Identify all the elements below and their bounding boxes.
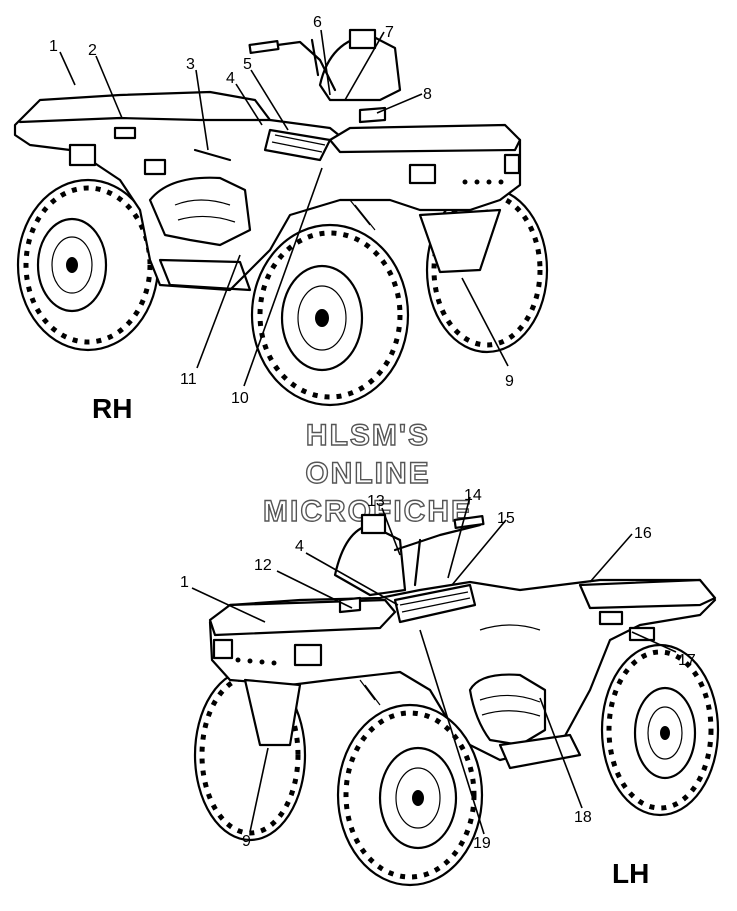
rh-view-label: RH [92, 393, 132, 424]
lh-leader-lines [191, 496, 677, 835]
lh-rear-wheel [600, 643, 720, 817]
lh-front-wheel [336, 703, 484, 887]
callout-1: 1 [180, 574, 189, 591]
callout-11: 11 [180, 371, 197, 388]
callout-4: 4 [226, 70, 235, 87]
watermark: HLSM'S ONLINE MICROFICHE [262, 418, 471, 528]
lh-atv-body [208, 513, 717, 770]
callout-3: 3 [186, 56, 195, 73]
lh-callouts: 1 12 4 13 14 15 16 17 18 19 9 [180, 487, 696, 852]
watermark-line-2: ONLINE [305, 457, 430, 490]
callout-10: 10 [231, 390, 249, 407]
callout-12: 12 [254, 557, 272, 574]
atv-body [13, 28, 522, 292]
callout-16: 16 [634, 525, 652, 542]
callout-5: 5 [243, 56, 252, 73]
atv-rh-illustration [13, 28, 549, 407]
callout-1: 1 [49, 38, 58, 55]
callout-9: 9 [505, 373, 514, 390]
watermark-line-1: HLSM'S [306, 419, 430, 452]
callout-8: 8 [423, 86, 432, 103]
rh-leader-lines [59, 29, 509, 387]
callout-4: 4 [295, 538, 304, 555]
callout-18: 18 [574, 809, 592, 826]
callout-19: 19 [473, 835, 491, 852]
rh-callouts: 1 2 3 4 5 6 7 8 9 10 11 [49, 14, 514, 407]
callout-2: 2 [88, 42, 97, 59]
front-wheel [250, 223, 410, 407]
lh-view-label: LH [612, 858, 649, 889]
callout-7: 7 [385, 24, 394, 41]
callout-13: 13 [367, 493, 385, 510]
callout-14: 14 [464, 487, 482, 504]
atv-lh-illustration [193, 513, 720, 887]
callout-15: 15 [497, 510, 515, 527]
callout-6: 6 [313, 14, 322, 31]
callout-17: 17 [678, 652, 696, 669]
callout-9: 9 [242, 833, 251, 850]
